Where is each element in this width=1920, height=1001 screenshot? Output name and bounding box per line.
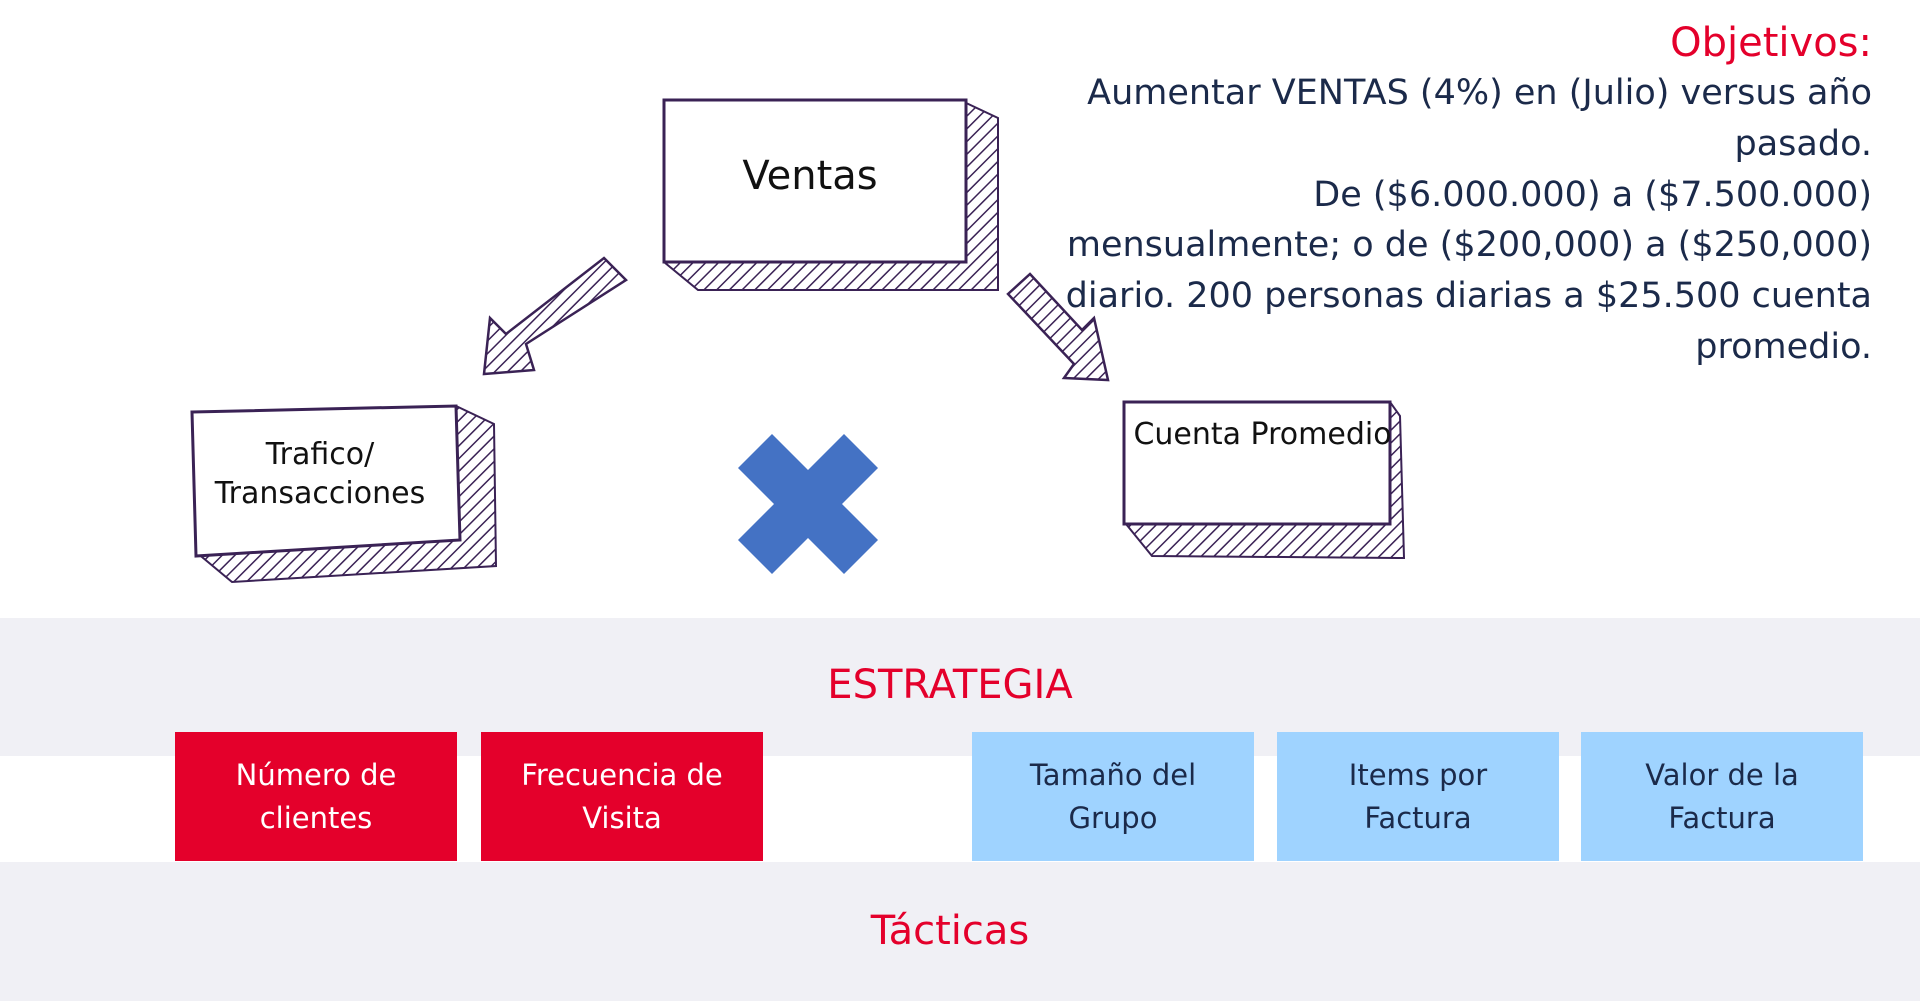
strategy-items-factura: Items por Factura: [1277, 732, 1559, 861]
multiply-icon: [738, 434, 878, 574]
strategy-heading: ESTRATEGIA: [827, 662, 1073, 708]
arrow-left-icon: [482, 256, 628, 376]
sales-diagram: [190, 98, 1406, 584]
tactics-band: [0, 862, 1920, 1001]
tactics-heading: Tácticas: [870, 908, 1030, 954]
strategy-numero-clientes: Número de clientes: [175, 732, 457, 861]
objectives-panel: Objetivos: Aumentar VENTAS (4%) en (Juli…: [1040, 18, 1872, 373]
strategy-tamano-grupo: Tamaño del Grupo: [972, 732, 1254, 861]
trafico-label: Trafico/ Transacciones: [214, 437, 426, 511]
cuenta-box: [1122, 400, 1406, 560]
strategy-frecuencia-visita: Frecuencia de Visita: [481, 732, 763, 861]
objectives-line-1: Aumentar VENTAS (4%) en (Julio) versus a…: [1087, 73, 1872, 164]
arrow-right-icon: [1006, 272, 1110, 382]
objectives-title: Objetivos:: [1670, 20, 1872, 66]
objectives-line-2: De ($6.000.000) a ($7.500.000) mensualme…: [1065, 174, 1872, 367]
ventas-label: Ventas: [742, 153, 878, 199]
trafico-box: [190, 404, 498, 584]
ventas-box: [662, 98, 999, 291]
cuenta-promedio-label: Cuenta Promedio: [1133, 417, 1392, 452]
strategy-valor-factura: Valor de la Factura: [1581, 732, 1863, 861]
